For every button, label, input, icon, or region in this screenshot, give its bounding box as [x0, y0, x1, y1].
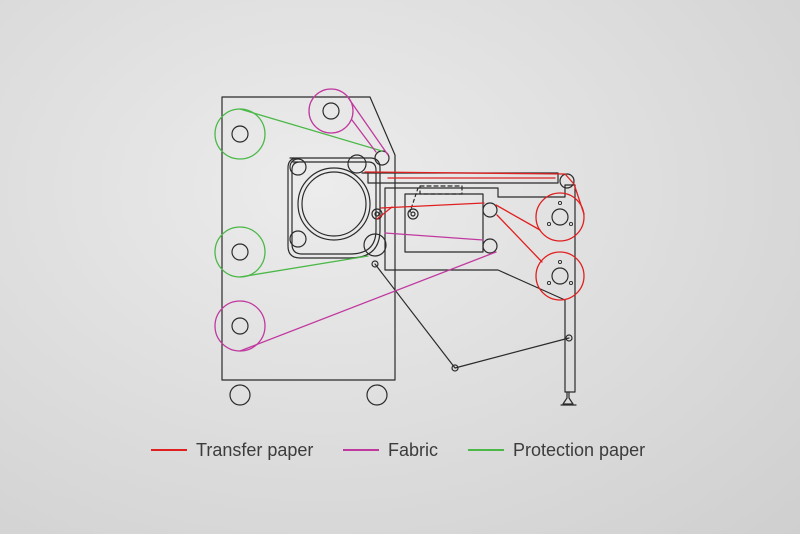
legend-item-fabric: Fabric: [343, 436, 438, 464]
wheels: [229, 384, 388, 406]
side-frame: [384, 184, 576, 393]
tension-arm: [374, 263, 570, 369]
transfer-paper-roll-bottom: [535, 251, 585, 301]
legend-label-fabric: Fabric: [388, 439, 439, 460]
fabric-unwind-roll: [308, 88, 354, 134]
roll-bolts: [546, 200, 574, 286]
legend-item-protection-paper: Protection paper: [468, 436, 645, 464]
legend-label-transfer-paper: Transfer paper: [196, 439, 314, 460]
machine-frame: [221, 96, 577, 406]
legend-swatch-fabric: [343, 449, 379, 451]
protection-paper-path: [214, 108, 383, 278]
legend-item-transfer-paper: Transfer paper: [151, 436, 313, 464]
right-guide-roller-top: [482, 202, 498, 218]
legend-label-protection-paper: Protection paper: [513, 439, 646, 460]
blanket-roller-top-left: [289, 158, 307, 176]
main-cabinet: [221, 96, 396, 381]
small-guide-roller-2: [407, 208, 419, 220]
heater-element: [419, 185, 463, 195]
heating-drum: [297, 167, 371, 241]
blanket-roller-top-right: [347, 154, 367, 174]
fabric-path: [214, 88, 497, 352]
legend: Transfer paper Fabric Protection paper: [0, 436, 800, 464]
blanket-belt-outer: [287, 157, 381, 259]
wheel-left: [229, 384, 251, 406]
roll-cores: [231, 102, 569, 335]
right-guide-roller-bottom: [482, 238, 498, 254]
blanket-assembly: [287, 150, 575, 259]
transfer-paper-roll-top: [535, 192, 585, 242]
blanket-roller-bottom-right: [363, 233, 387, 257]
legend-swatch-transfer-paper: [151, 449, 187, 451]
blanket-belt-inner: [291, 161, 377, 255]
support-foot: [562, 391, 574, 405]
inner-box: [404, 193, 484, 253]
legend-swatch-protection-paper: [468, 449, 504, 451]
wheel-right: [366, 384, 388, 406]
rail-end-roller: [559, 173, 575, 189]
transfer-paper-path: [364, 171, 585, 301]
blanket-roller-bottom-left: [289, 230, 307, 248]
